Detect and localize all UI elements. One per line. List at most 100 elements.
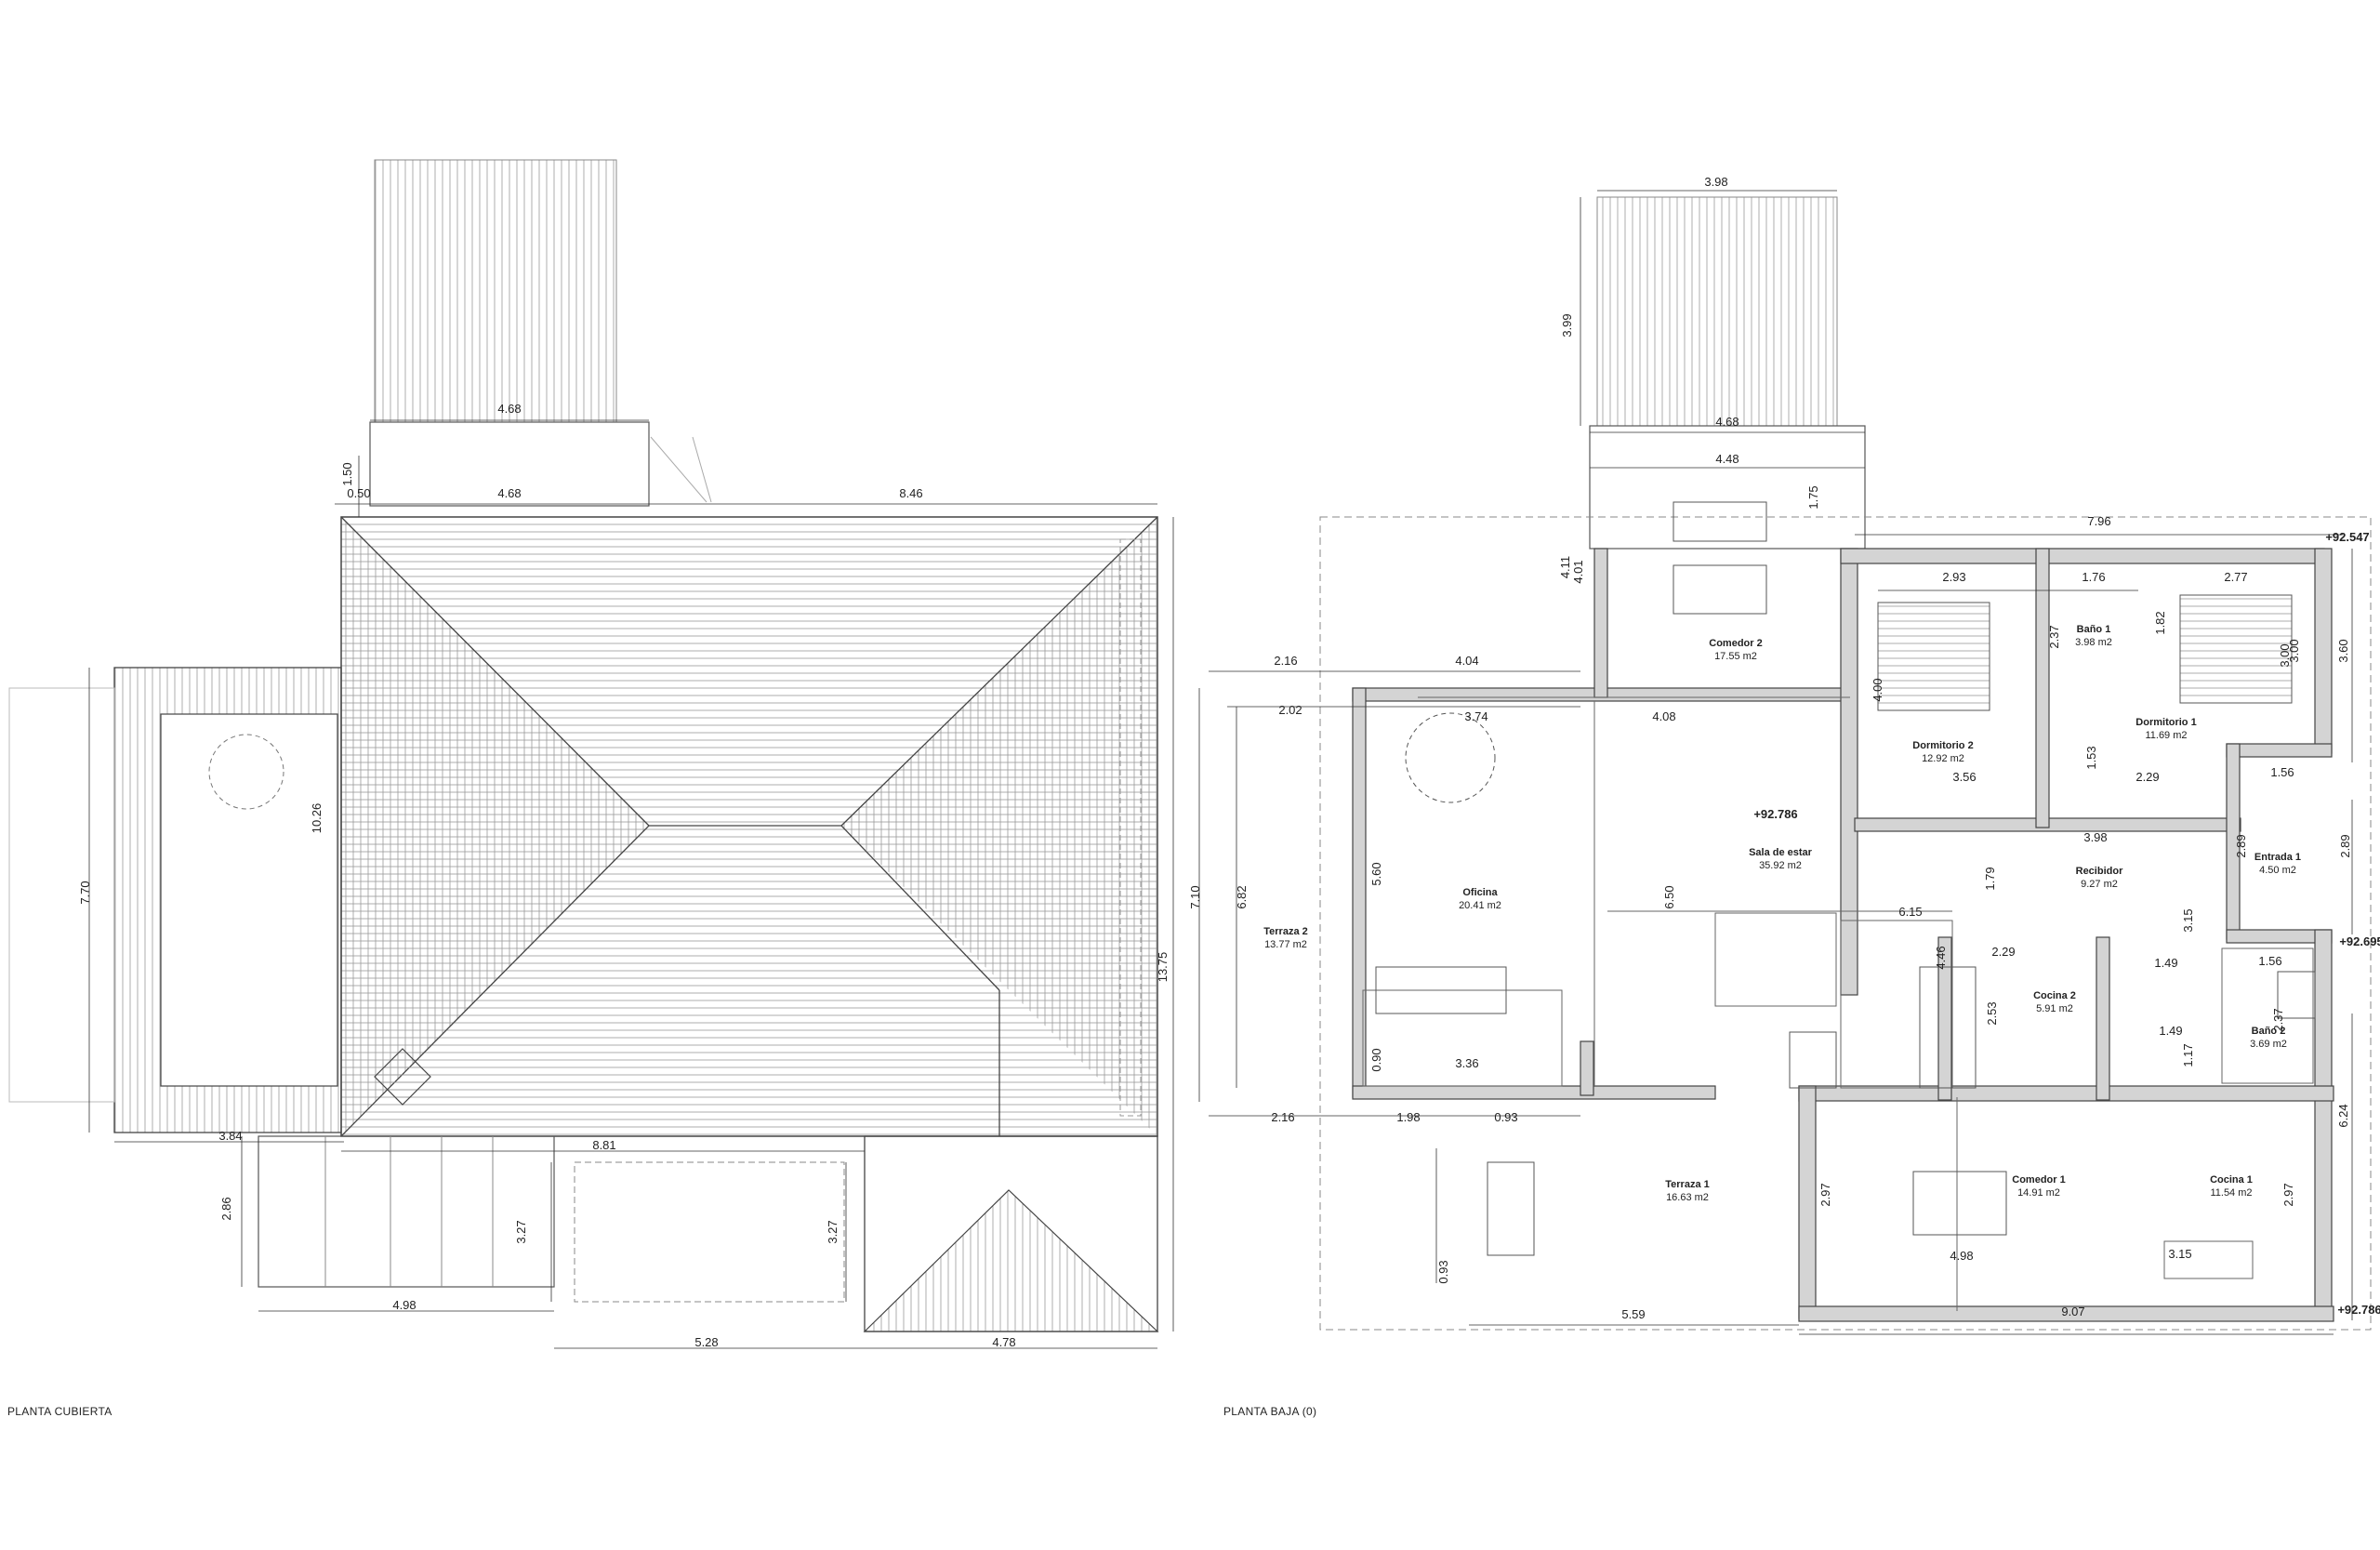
ground-dimension-label: 5.60 [1369, 862, 1383, 885]
ground-dimension-label: 6.50 [1662, 885, 1676, 908]
ground-dimension-label: 4.08 [1652, 709, 1675, 723]
room-name: Entrada 1 [2254, 852, 2301, 863]
roof-dimension-label: 1.50 [340, 462, 354, 485]
ground-dimension-label: 3.15 [2168, 1247, 2191, 1261]
room-area: 4.50 m2 [2259, 865, 2296, 876]
roof-top-pergola [369, 159, 712, 507]
ground-dimension-label: 1.56 [2258, 954, 2281, 968]
ground-dimension-label: 3.98 [2083, 830, 2107, 844]
roof-dimension-label: 4.78 [992, 1335, 1015, 1349]
ground-dimension-label: 1.76 [2082, 570, 2105, 584]
ground-dimension-label: 4.11 [1558, 556, 1572, 578]
ground-dimension-label: 4.00 [1871, 678, 1884, 701]
ground-dimension-label: 2.89 [2338, 834, 2352, 857]
ground-dimension-label: 2.93 [1942, 570, 1965, 584]
room-area: 17.55 m2 [1714, 651, 1757, 662]
ground-dimension-label: 1.53 [2084, 746, 2098, 769]
room-area: 12.92 m2 [1922, 753, 1964, 764]
ground-dimension-label: 2.89 [2234, 834, 2248, 857]
ground-dimension-label: 1.49 [2154, 956, 2177, 970]
ground-dimension-label: 2.16 [1274, 654, 1297, 668]
ground-dimension-label: 2.97 [1818, 1183, 1832, 1206]
ground-dimension-label: 2.29 [2135, 770, 2159, 784]
room-labels: Comedor 2 17.55 m2 Baño 1 3.98 m2 Dormitorio… [1263, 624, 2301, 1203]
ground-dimension-label: 1.98 [1396, 1110, 1420, 1124]
room-name: Comedor 2 [1709, 638, 1762, 649]
room-name: Baño 2 [2252, 1026, 2286, 1037]
roof-dimension-label: 4.98 [392, 1298, 416, 1312]
ground-dimension-label: 3.00 [2278, 643, 2292, 667]
ground-dimension-label: 7.10 [1188, 885, 1202, 908]
level-marker: +92.695 [2339, 934, 2380, 948]
roof-plan [8, 159, 1159, 1332]
level-marker: +92.786 [1753, 807, 1797, 821]
level-labels: +92.547+92.695+92.786+92.786 [1753, 530, 2380, 1317]
roof-lower-pergola [258, 1135, 1159, 1332]
roof-dimension-label: 3.27 [514, 1220, 528, 1243]
ground-dimension-label: 0.93 [1494, 1110, 1517, 1124]
room-name: Oficina [1462, 887, 1498, 898]
room-area: 16.63 m2 [1666, 1192, 1709, 1203]
ground-dimension-label: 2.53 [1985, 1001, 1999, 1025]
room-area: 3.98 m2 [2075, 637, 2112, 648]
room-name: Recibidor [2076, 866, 2123, 877]
ground-dimension-label: 4.68 [1715, 415, 1739, 429]
ground-dimension-label: 3.00 [2287, 639, 2301, 662]
ground-dimension-label: 1.82 [2153, 611, 2167, 634]
ground-dimension-label: 1.56 [2270, 765, 2294, 779]
room-area: 35.92 m2 [1759, 860, 1802, 871]
room-name: Cocina 1 [2210, 1174, 2253, 1186]
ground-dimension-label: 6.82 [1235, 885, 1249, 908]
room-area: 3.69 m2 [2250, 1039, 2287, 1050]
ground-dimension-label: 2.29 [1991, 945, 2015, 959]
ground-dimension-label: 2.77 [2224, 570, 2247, 584]
room-name: Cocina 2 [2033, 990, 2076, 1001]
ground-dimension-label: 6.15 [1898, 905, 1922, 919]
ground-dimension-label: 4.48 [1715, 452, 1739, 466]
roof-dimension-label: 4.68 [497, 486, 521, 500]
room-area: 13.77 m2 [1264, 939, 1307, 950]
ground-dimension-label: 1.17 [2181, 1043, 2195, 1066]
roof-dimension-label: 3.84 [218, 1129, 242, 1143]
ground-dimension-label: 0.90 [1369, 1048, 1383, 1071]
ground-dimension-label: 4.98 [1950, 1249, 1973, 1263]
ground-dimension-label: 3.36 [1455, 1056, 1478, 1070]
room-name: Sala de estar [1749, 847, 1813, 858]
roof-dimension-lines [88, 419, 1174, 1349]
ground-dimension-label: 2.37 [2271, 1008, 2285, 1031]
ground-dimension-label: 7.96 [2087, 514, 2110, 528]
room-name: Baño 1 [2077, 624, 2111, 635]
room-name: Dormitorio 1 [2135, 717, 2196, 728]
room-area: 11.54 m2 [2210, 1187, 2252, 1199]
room-area: 9.27 m2 [2081, 879, 2118, 890]
roof-plan-caption: PLANTA CUBIERTA [7, 1405, 112, 1418]
room-name: Terraza 1 [1665, 1179, 1710, 1190]
ground-dimension-label: 2.02 [1278, 703, 1302, 717]
ground-dimension-label: 2.37 [2047, 625, 2061, 648]
ground-dimension-label: 1.49 [2159, 1024, 2182, 1038]
roof-dimension-label: 5.28 [694, 1335, 718, 1349]
roof-dimension-label: 8.81 [592, 1138, 615, 1152]
ground-dimension-label: 3.60 [2336, 639, 2350, 662]
room-area: 14.91 m2 [2017, 1187, 2060, 1199]
roof-main-hip [340, 516, 1158, 1137]
ground-plan-caption: PLANTA BAJA (0) [1223, 1405, 1316, 1418]
ground-dimension-label: 5.59 [1621, 1307, 1645, 1321]
room-area: 5.91 m2 [2036, 1003, 2073, 1014]
ground-dimension-label: 3.99 [1560, 313, 1574, 337]
ground-dimension-label: 4.04 [1455, 654, 1478, 668]
ground-dimension-label: 3.15 [2181, 908, 2195, 932]
roof-dimension-label: 8.46 [899, 486, 922, 500]
ground-dimension-label: 3.98 [1704, 175, 1727, 189]
ground-dimension-label: 6.24 [2336, 1104, 2350, 1127]
roof-dimension-label: 2.86 [219, 1197, 233, 1220]
room-name: Dormitorio 2 [1912, 740, 1973, 751]
roof-left-block [8, 667, 342, 1133]
roof-dimension-label: 4.68 [497, 402, 521, 416]
level-marker: +92.547 [2325, 530, 2369, 544]
roof-dimension-label: 10.26 [310, 803, 324, 834]
room-name: Comedor 1 [2012, 1174, 2065, 1186]
